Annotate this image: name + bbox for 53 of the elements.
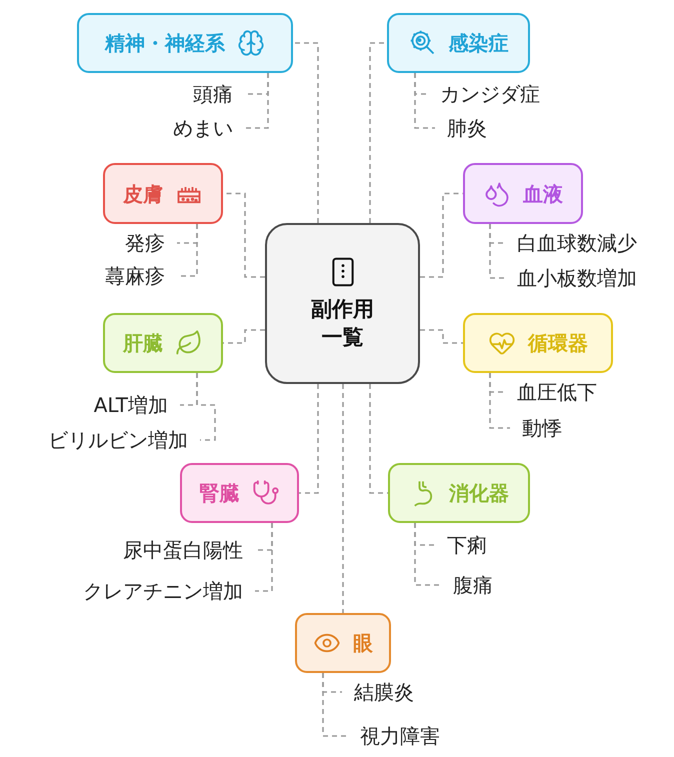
connector-line: [299, 384, 319, 494]
connector-line: [414, 523, 441, 586]
category-box: [387, 13, 530, 73]
side-effect-label: カンジダ症: [428, 79, 544, 109]
category-label: 眼: [353, 630, 373, 657]
side-effect-label: 蕁麻疹: [101, 261, 177, 291]
connector-line: [223, 329, 265, 344]
side-effect-label: 白血球数減少: [505, 228, 641, 258]
side-effect-label: クレアチニン増加: [79, 576, 255, 606]
side-effect-label: 腹痛: [441, 570, 497, 600]
side-effect-label: 血小板数増加: [505, 263, 641, 293]
connector-line: [255, 523, 273, 592]
side-effect-label: めまい: [169, 113, 245, 143]
side-effect-label: 下痢: [435, 530, 491, 560]
category-box: [103, 313, 223, 373]
connector-line: [342, 384, 344, 613]
connector-line: [489, 224, 505, 279]
side-effect-label: 発疹: [121, 228, 177, 258]
connector-line: [414, 73, 435, 129]
category-box: [77, 13, 293, 73]
connector-line: [293, 42, 319, 223]
category-label: 精神・神経系: [105, 30, 225, 57]
connector-line: [489, 373, 510, 429]
category-box: [295, 613, 391, 673]
side-effect-label: 動悸: [510, 413, 566, 443]
center-box: [265, 223, 420, 384]
side-effect-label: 視力障害: [348, 721, 444, 751]
category-box: [463, 313, 613, 373]
side-effect-label: 肺炎: [435, 113, 491, 143]
center-title: 副作用一覧: [311, 296, 374, 350]
connector-line: [369, 384, 388, 494]
side-effect-label: 頭痛: [189, 79, 245, 109]
connector-line: [245, 73, 269, 129]
side-effect-label: ビリルビン増加: [44, 425, 200, 455]
connector-line: [322, 673, 348, 737]
category-box: [103, 163, 223, 224]
category-box: [388, 463, 530, 523]
category-label: 皮膚: [123, 180, 163, 208]
category-label: 腎臓: [200, 480, 240, 507]
side-effect-label: 血圧低下: [505, 377, 601, 407]
category-label: 血液: [523, 180, 563, 208]
connector-line: [369, 42, 387, 223]
category-label: 肝臓: [123, 330, 163, 357]
side-effect-label: ALT増加: [90, 390, 180, 420]
category-label: 循環器: [528, 330, 588, 357]
category-box: [180, 463, 299, 523]
connector-line: [196, 373, 216, 441]
side-effect-label: 尿中蛋白陽性: [119, 535, 255, 565]
category-label: 感染症: [448, 30, 508, 57]
category-label: 消化器: [449, 480, 509, 507]
connector-line: [420, 329, 463, 344]
category-box: [463, 163, 583, 224]
side-effect-label: 結膜炎: [342, 677, 418, 707]
